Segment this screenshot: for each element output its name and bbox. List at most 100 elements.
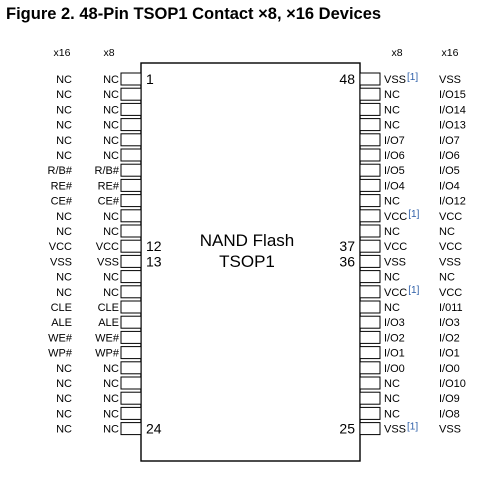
pin-label-x16: NC [56,408,72,420]
pin-label-x8: VCC [384,287,407,299]
pin-label-x8: NC [384,272,400,284]
pin-label-x16: ALE [51,317,72,329]
pin-lead [120,178,142,192]
pin-label-x16: I/O7 [439,135,460,147]
pin-lead [359,361,381,375]
pin-label-x16: R/B# [48,165,73,177]
pin-label-x8: VSS [384,74,406,86]
pin-lead [359,194,381,208]
pin-label-x8: NC [103,226,119,238]
right-pin-row: I/O2 I/O2 [359,330,460,344]
left-pin-row: NC NC [56,285,142,299]
chip-package: TSOP1 [219,252,275,271]
pin-lead [120,133,142,147]
pin-label-x16: NC [56,211,72,223]
pin-label-x8: NC [103,363,119,375]
footnote-reference: [1] [408,209,419,220]
pin-lead [359,72,381,86]
pin-label-x16: NC [56,363,72,375]
pin-label-x8: VCC [96,241,119,253]
pin-label-x8: NC [103,408,119,420]
pin-label-x16: NC [56,150,72,162]
pin-number: 24 [146,421,162,437]
pin-lead [359,346,381,360]
pin-lead [359,270,381,284]
pin-label-x8: I/O1 [384,348,405,360]
pin-label-x8: I/O6 [384,150,405,162]
pin-label-x8: WE# [95,332,120,344]
pin-lead [120,118,142,132]
pin-lead [359,224,381,238]
pin-lead [359,209,381,223]
pin-label-x8: NC [384,393,400,405]
pin-lead [120,148,142,162]
pin-label-x8: NC [103,89,119,101]
pin-label-x8: VSS [384,256,406,268]
pin-lead [120,330,142,344]
right-pin-row: VCC[1]VCC [359,285,462,299]
pin-lead [120,254,142,268]
pin-label-x16: NC [56,287,72,299]
pin-label-x16: WP# [48,348,73,360]
header-right-x16: x16 [442,47,459,59]
pin-lead [359,285,381,299]
pin-label-x8: NC [384,196,400,208]
figure-title: Figure 2. 48-Pin TSOP1 Contact ×8, ×16 D… [6,5,382,23]
pin-label-x16: RE# [51,180,73,192]
pin-label-x16: VSS [439,74,461,86]
left-pin-row: NC NC [56,148,142,162]
pin-label-x8: NC [103,287,119,299]
pin-lead [120,239,142,253]
pin-label-x8: NC [384,226,400,238]
pin-label-x16: I/O2 [439,332,460,344]
pin-label-x16: NC [56,135,72,147]
pin-label-x16: VSS [50,256,72,268]
pin-lead [359,330,381,344]
pin-label-x8: NC [103,150,119,162]
pin-label-x8: I/O4 [384,180,405,192]
pin-label-x8: I/O7 [384,135,405,147]
left-pin-row: NC NC [56,133,142,147]
pin-label-x8: R/B# [95,165,120,177]
left-pin-row: NC NC [56,361,142,375]
pin-lead [120,72,142,86]
pin-lead [120,300,142,314]
pin-label-x8: I/O2 [384,332,405,344]
pin-label-x8: NC [103,104,119,116]
pin-lead [359,391,381,405]
pin-lead [359,87,381,101]
pin-lead [120,422,142,436]
left-pin-row: RE#RE# [51,178,142,192]
pin-lead [120,361,142,375]
pin-label-x16: I/O3 [439,317,460,329]
pin-lead [120,87,142,101]
pin-lead [120,163,142,177]
pin-number: 12 [146,238,162,254]
left-pin-row: NC NC [56,224,142,238]
pin-label-x8: NC [384,89,400,101]
pin-label-x8: CE# [98,196,120,208]
pin-lead [120,406,142,420]
left-pin-row: CE#CE# [51,194,142,208]
pin-label-x8: NC [384,302,400,314]
pin-label-x8: I/O0 [384,363,405,375]
pin-label-x8: NC [103,135,119,147]
pin-lead [120,315,142,329]
pin-label-x16: NC [56,226,72,238]
